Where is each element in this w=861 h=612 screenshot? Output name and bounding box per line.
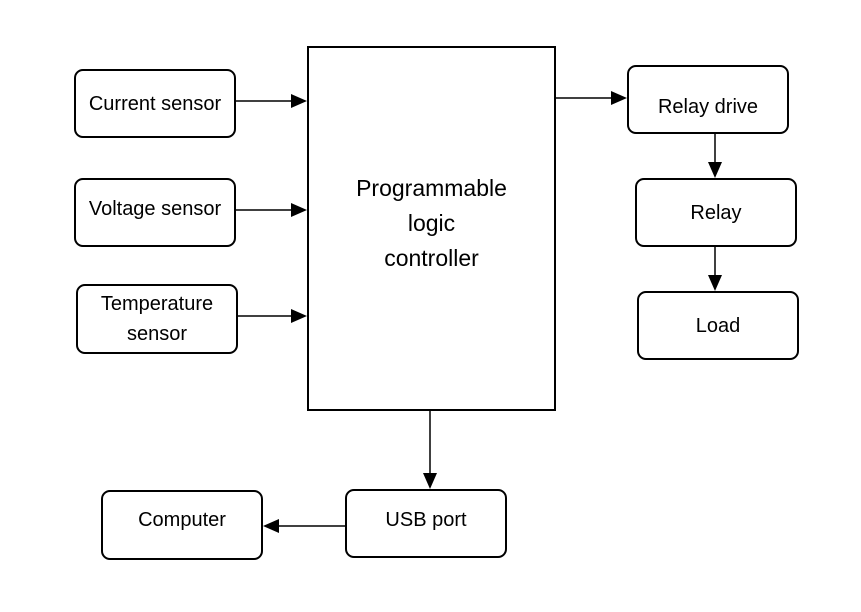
temperature-sensor-box: Temperature sensor bbox=[76, 284, 238, 354]
arrowhead-plc-to-relay-drive bbox=[611, 91, 627, 105]
relay-drive-label: Relay drive bbox=[657, 95, 759, 118]
arrowhead-relay-drive-to-relay bbox=[708, 162, 722, 178]
plc-box: Programmable logic controller bbox=[307, 46, 556, 411]
load-label: Load bbox=[695, 314, 741, 337]
arrowhead-relay-to-load bbox=[708, 275, 722, 291]
usb-port-label: USB port bbox=[385, 508, 467, 531]
current-sensor-box: Current sensor bbox=[74, 69, 236, 138]
relay-box: Relay bbox=[635, 178, 797, 247]
arrowhead-current-to-plc bbox=[291, 94, 307, 108]
relay-drive-box: Relay drive bbox=[627, 65, 789, 134]
load-box: Load bbox=[637, 291, 799, 360]
arrowhead-temperature-to-plc bbox=[291, 309, 307, 323]
arrowhead-voltage-to-plc bbox=[291, 203, 307, 217]
relay-label: Relay bbox=[690, 201, 742, 224]
current-sensor-label: Current sensor bbox=[88, 92, 222, 115]
computer-box: Computer bbox=[101, 490, 263, 560]
voltage-sensor-box: Voltage sensor bbox=[74, 178, 236, 247]
temperature-sensor-label: Temperature sensor bbox=[100, 293, 214, 345]
usb-port-box: USB port bbox=[345, 489, 507, 558]
arrowhead-usb-to-computer bbox=[263, 519, 279, 533]
arrowhead-plc-to-usb bbox=[423, 473, 437, 489]
computer-label: Computer bbox=[138, 509, 226, 531]
voltage-sensor-label: Voltage sensor bbox=[88, 197, 222, 220]
plc-label: Programmable logic controller bbox=[356, 175, 507, 271]
